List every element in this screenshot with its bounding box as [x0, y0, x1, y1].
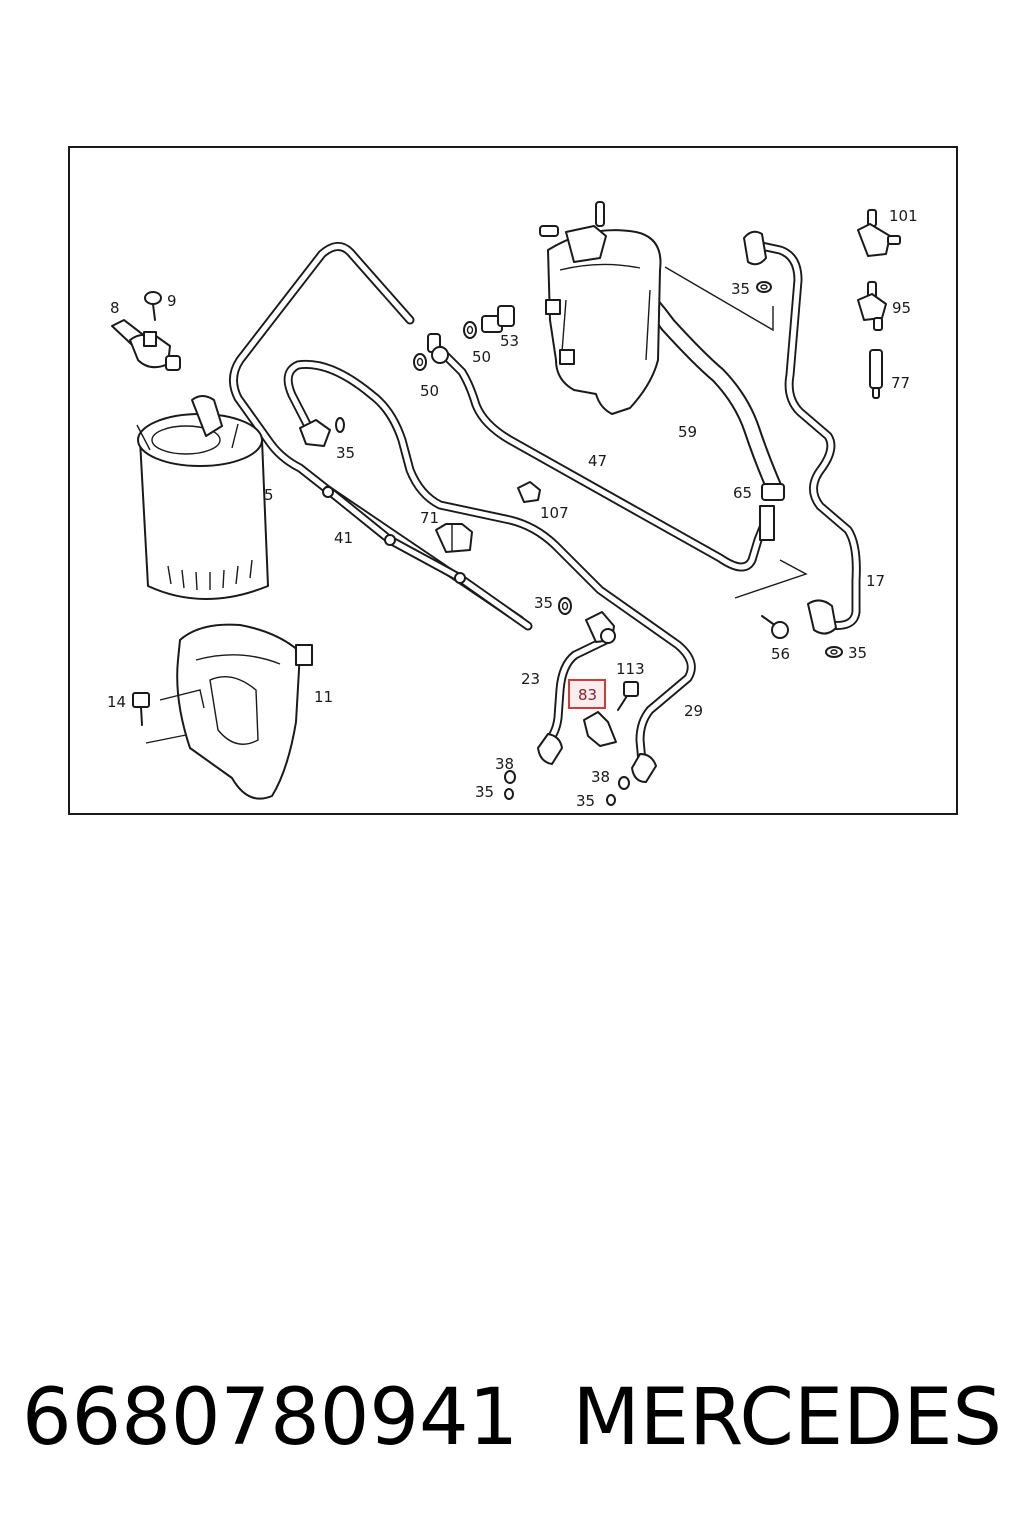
callout-23: 23	[521, 670, 540, 688]
callout-35b: 35	[731, 280, 750, 298]
callout-35c: 35	[848, 644, 867, 662]
part-caption: 6680780941 MERCEDES	[22, 1368, 1002, 1468]
clip-71	[435, 523, 473, 553]
bolt-14	[132, 692, 150, 726]
diagram-frame	[68, 146, 958, 815]
callout-17: 17	[866, 572, 885, 590]
end-fitting-29	[631, 753, 657, 783]
callout-9: 9	[167, 292, 177, 310]
leader-59	[664, 266, 774, 332]
sensor-95	[857, 281, 887, 331]
fuel-line-47	[435, 345, 771, 572]
callout-14: 14	[107, 693, 126, 711]
sensor-77	[869, 349, 883, 399]
bracket-83	[583, 711, 617, 747]
callout-50a: 50	[472, 348, 491, 366]
filter-housing-59	[539, 201, 662, 415]
hose-end-fitting	[743, 230, 767, 266]
washer-35-mid	[558, 597, 572, 615]
callout-labels: 8 9 5 11 14 41 71 35 50 50 53 47 107 59 …	[107, 207, 918, 810]
leader-17	[734, 559, 808, 599]
bolt-56	[761, 615, 789, 639]
callout-35d: 35	[534, 594, 553, 612]
callout-38a: 38	[495, 755, 514, 773]
callout-101: 101	[889, 207, 918, 225]
washers-38-35	[504, 770, 630, 806]
part-107	[517, 481, 541, 503]
part-number: 6680780941	[22, 1373, 519, 1463]
washer-35a	[335, 417, 345, 433]
bolt-113	[617, 681, 639, 711]
callout-5: 5	[264, 486, 274, 504]
seal-washer-50b	[413, 353, 427, 371]
sensor-101	[857, 209, 901, 257]
fuel-line-17	[747, 239, 861, 630]
callout-59: 59	[678, 423, 697, 441]
callout-35e: 35	[475, 783, 494, 801]
callout-41: 41	[334, 529, 353, 547]
brand-name: MERCEDES	[572, 1373, 1003, 1463]
end-fitting-23	[537, 733, 563, 765]
banjo-bolt-53	[481, 305, 515, 333]
callout-107: 107	[540, 504, 569, 522]
callout-8: 8	[110, 299, 120, 317]
seal-washer-50a	[463, 321, 477, 339]
callout-71: 71	[420, 509, 439, 527]
washer-35d	[825, 646, 843, 658]
end-fitting-17	[807, 599, 837, 635]
fuel-filter-5	[136, 395, 269, 600]
callout-35a: 35	[336, 444, 355, 462]
callout-65: 65	[733, 484, 752, 502]
t-fitting	[427, 333, 449, 364]
callout-50b: 50	[420, 382, 439, 400]
return-line-41	[322, 485, 533, 631]
callout-113: 113	[616, 660, 645, 678]
banjo-fitting-23	[585, 611, 616, 644]
fuel-line-outer	[229, 242, 525, 625]
callout-29: 29	[684, 702, 703, 720]
callout-83-highlighted: 83	[578, 686, 597, 704]
screw-9	[144, 291, 162, 321]
fuel-line-29	[283, 359, 696, 767]
fuel-connector-8	[111, 319, 181, 371]
callout-35f: 35	[576, 792, 595, 810]
hose-65-stub	[759, 483, 785, 541]
callout-47: 47	[588, 452, 607, 470]
line-clamp	[299, 419, 331, 447]
callout-38b: 38	[591, 768, 610, 786]
highlight-box-83	[568, 679, 606, 709]
washer-35b	[756, 281, 772, 293]
callout-53: 53	[500, 332, 519, 350]
callout-56: 56	[771, 645, 790, 663]
leader-11	[145, 734, 187, 744]
callout-77: 77	[891, 374, 910, 392]
callout-95: 95	[892, 299, 911, 317]
callout-11: 11	[314, 688, 333, 706]
filter-bracket-11	[159, 623, 313, 800]
